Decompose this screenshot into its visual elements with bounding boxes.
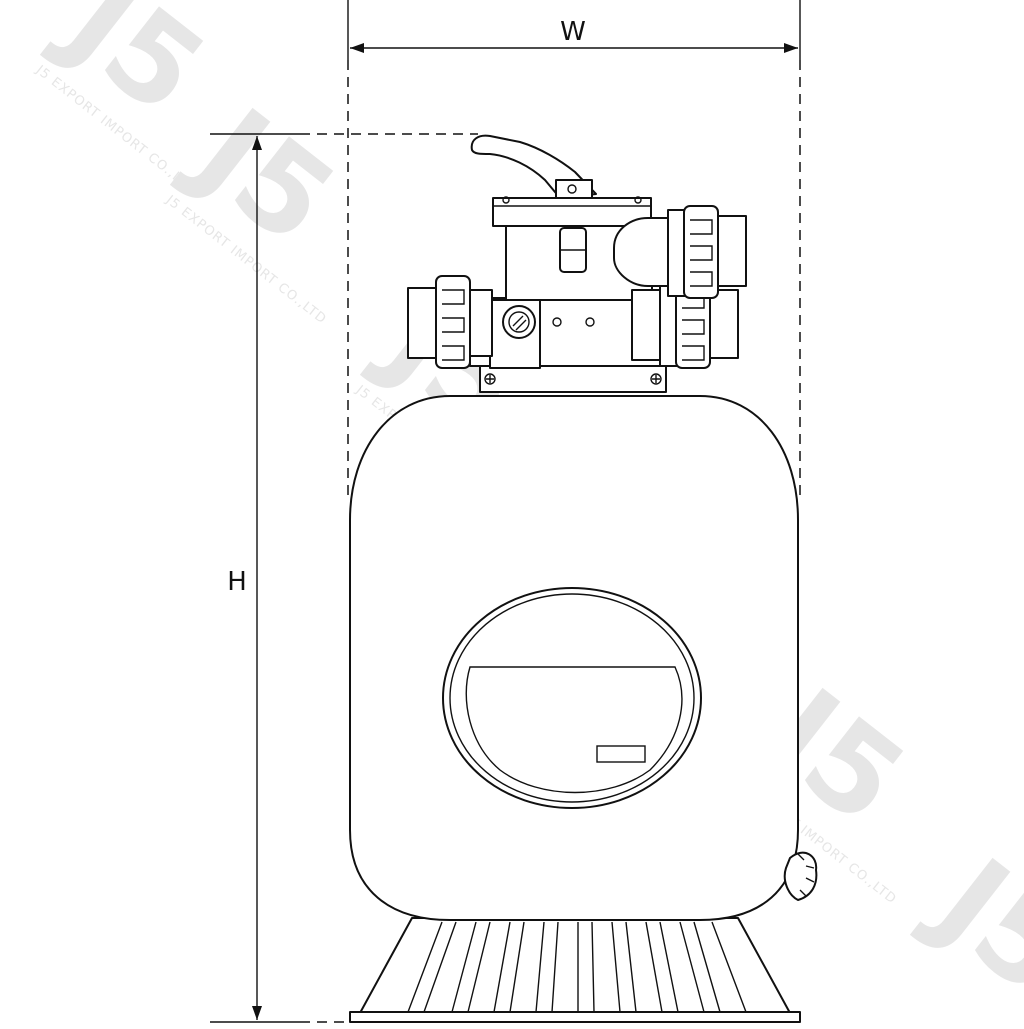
watermark-logo: J5 <box>907 829 1024 1022</box>
base-rib-shadows <box>423 921 721 1013</box>
arrow-down-icon <box>252 1006 262 1020</box>
valve-hole-right <box>585 317 595 327</box>
valve-hole-left <box>552 317 562 327</box>
drain-plug <box>783 851 818 901</box>
sight-window-fill <box>465 666 683 794</box>
valve-mount <box>479 365 667 393</box>
height-dimension: H <box>210 133 478 1023</box>
filter-tank <box>349 395 818 921</box>
port-right-lower-pipe <box>709 289 739 359</box>
valve-lid <box>492 197 652 227</box>
base-foot <box>349 1011 801 1023</box>
drain-plug-ridges <box>797 853 815 897</box>
pressure-gauge-icon <box>502 305 536 339</box>
lid-bolt <box>502 196 510 204</box>
lid-bolt <box>634 196 642 204</box>
port-left-pipe <box>407 287 439 359</box>
port-right-upper-nut-ridges <box>690 219 713 287</box>
gauge-dial <box>508 311 530 333</box>
mount-screw-right-icon <box>650 373 662 385</box>
watermark-logo: J5 <box>37 0 229 142</box>
base-ribs <box>407 921 747 1013</box>
width-label: W <box>560 17 586 47</box>
port-right-lower-body <box>631 289 663 361</box>
multiport-valve <box>407 134 747 369</box>
screw-slot-left <box>486 375 494 383</box>
arrow-right-icon <box>784 43 798 53</box>
arrow-left-icon <box>350 43 364 53</box>
port-left-nut-ridges <box>442 289 465 361</box>
sight-window-outer <box>442 587 702 809</box>
base-body <box>359 917 791 1014</box>
port-right-upper-pipe <box>717 215 747 287</box>
handle-hub <box>555 179 593 199</box>
height-label-bg <box>222 562 252 598</box>
window-label-plate <box>596 745 646 763</box>
height-label: H <box>227 567 247 597</box>
width-dimension: W <box>347 0 801 500</box>
port-left-collar <box>469 289 493 357</box>
base-stand <box>349 917 801 1023</box>
handle-pin <box>567 184 577 194</box>
port-right-upper-elbow <box>613 217 669 287</box>
mount-plate <box>479 365 667 393</box>
watermark-logo: J5 <box>167 79 359 272</box>
gauge-glare <box>512 315 527 331</box>
arrow-up-icon <box>252 136 262 150</box>
sight-window-inner <box>449 593 695 803</box>
mount-screw-left-icon <box>484 373 496 385</box>
screw-slot-right <box>652 375 660 383</box>
